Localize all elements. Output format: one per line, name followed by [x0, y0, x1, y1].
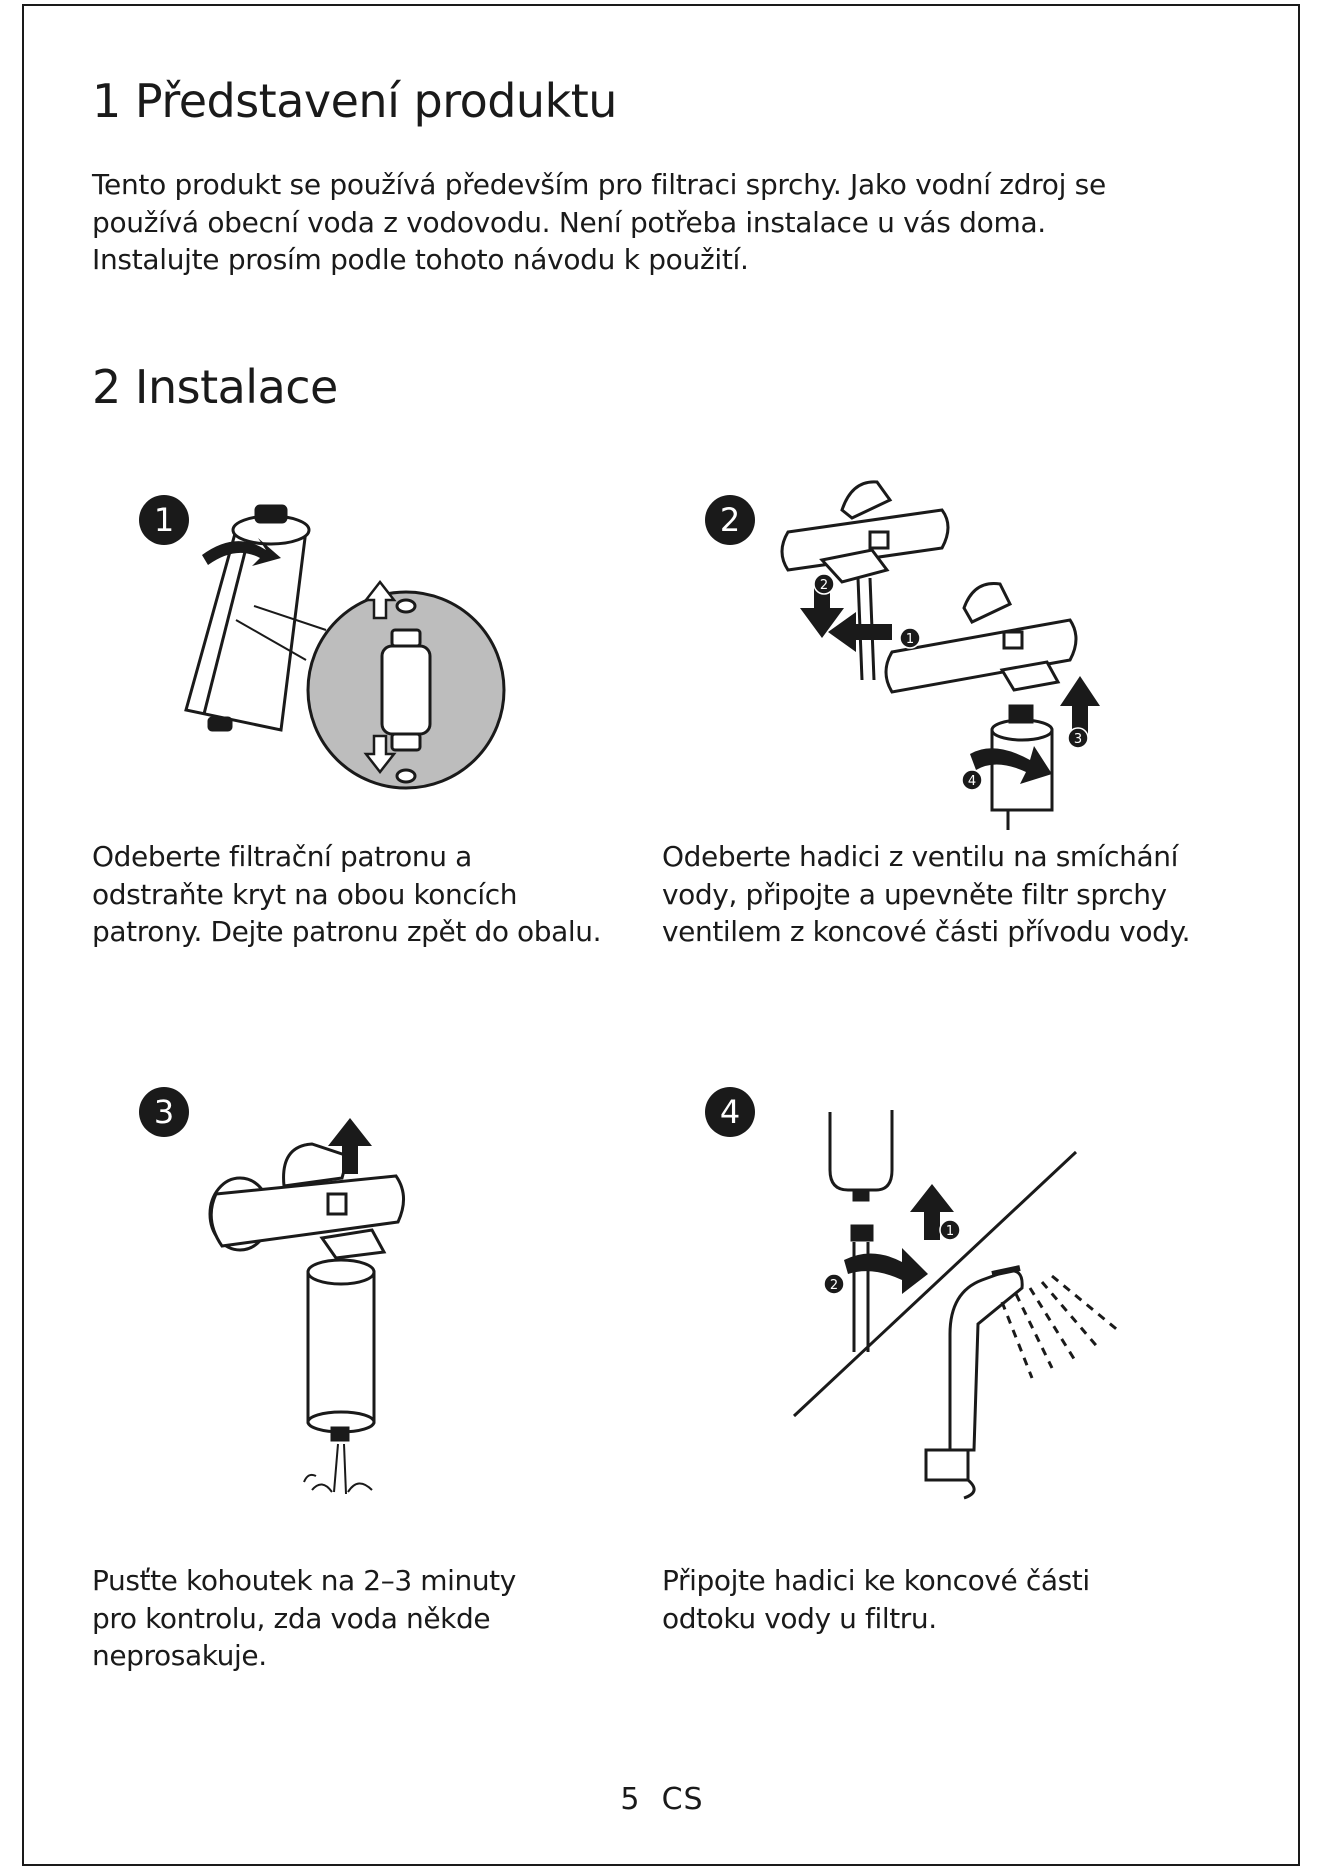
- zoom-detail-icon: [306, 579, 506, 790]
- wall-divider: [792, 1150, 1078, 1418]
- language-code: CS: [661, 1782, 704, 1817]
- svg-text:1: 1: [946, 1224, 954, 1239]
- step-3-illustration: 3: [139, 1087, 405, 1495]
- sub-marker-2: 2: [823, 1273, 845, 1295]
- step-1-caption-line: odstraňte kryt na obou koncích: [92, 877, 518, 911]
- svg-text:2: 2: [830, 1278, 838, 1293]
- step-2: 2: [702, 470, 1122, 830]
- step-2-badge: 2: [705, 495, 755, 545]
- water-splash-icon: [303, 1443, 373, 1495]
- step-3-badge: 3: [139, 1087, 189, 1137]
- step-3: 3: [136, 1062, 436, 1502]
- step-3-caption-line: Pusťte kohoutek na 2–3 minuty: [92, 1564, 516, 1597]
- step-4-badge: 4: [705, 1087, 755, 1137]
- section-2-title: 2 Instalace: [92, 360, 338, 414]
- faucet-icon: [208, 1142, 405, 1260]
- rotate-arrow-icon: [202, 538, 281, 566]
- page-footer: 5 CS: [0, 1782, 1324, 1817]
- sub-marker-3: 3: [1067, 727, 1089, 749]
- step-4-caption-line: Připojte hadici ke koncové části: [662, 1564, 1090, 1597]
- shower-head-icon: [924, 1265, 1024, 1500]
- step-4-caption: Připojte hadici ke koncové části odtoku …: [662, 1562, 1090, 1637]
- section-1-title: 1 Představení produktu: [92, 74, 617, 128]
- arrow-up-icon: [910, 1184, 954, 1240]
- step-4-caption-line: odtoku vody u filtru.: [662, 1601, 937, 1635]
- page-number: 5: [620, 1782, 641, 1817]
- step-2-caption: Odeberte hadici z ventilu na smíchání vo…: [662, 838, 1191, 951]
- step-1-caption-line: patrony. Dejte patronu zpět do obalu.: [92, 915, 602, 948]
- step-2-caption-line: Odeberte hadici z ventilu na smíchání: [662, 840, 1178, 873]
- arrow-up-icon: [328, 1118, 372, 1174]
- svg-text:4: 4: [968, 774, 976, 789]
- step-1-caption-line: Odeberte filtrační patronu a: [92, 840, 472, 873]
- arrow-up-icon: [1060, 676, 1100, 734]
- filter-cartridge-icon: [306, 1258, 376, 1442]
- step-2-illustration: 2: [705, 480, 1100, 830]
- rotate-arrow-icon: [970, 746, 1052, 784]
- arrow-down-icon: [800, 580, 844, 638]
- filter-cartridge-icon: [828, 1110, 894, 1202]
- rotate-arrow-icon: [844, 1248, 928, 1294]
- faucet-icon: [780, 480, 950, 584]
- callout-line: [253, 605, 327, 631]
- step-4-illustration: 4: [705, 1087, 1121, 1500]
- sub-marker-1: 1: [939, 1219, 961, 1241]
- step-4-number: 4: [720, 1093, 740, 1131]
- arrow-left-icon: [828, 612, 892, 652]
- step-3-caption: Pusťte kohoutek na 2–3 minuty pro kontro…: [92, 1562, 516, 1675]
- intro-line-3: Instalujte prosím podle tohoto návodu k …: [92, 243, 749, 276]
- hose-icon: [850, 1224, 874, 1352]
- sub-marker-4: 4: [961, 769, 983, 791]
- step-1-badge: 1: [139, 495, 189, 545]
- step-1: 1: [136, 470, 516, 810]
- step-1-caption: Odeberte filtrační patronu a odstraňte k…: [92, 838, 602, 951]
- step-1-number: 1: [154, 501, 174, 539]
- svg-text:3: 3: [1074, 732, 1082, 747]
- step-4: 4: [702, 1062, 1122, 1502]
- intro-line-2: používá obecní voda z vodovodu. Není pot…: [92, 205, 1046, 239]
- step-3-caption-line: pro kontrolu, zda voda někde: [92, 1601, 491, 1635]
- section-1-intro: Tento produkt se používá především pro f…: [92, 166, 1242, 279]
- callout-line: [235, 619, 307, 661]
- step-1-illustration: 1: [139, 495, 506, 790]
- step-2-caption-line: ventilem z koncové části přívodu vody.: [662, 915, 1191, 948]
- step-3-caption-line: neprosakuje.: [92, 1639, 267, 1672]
- svg-text:2: 2: [820, 578, 828, 593]
- svg-text:1: 1: [906, 632, 914, 647]
- page-frame: [22, 4, 1300, 1866]
- step-2-number: 2: [720, 501, 740, 539]
- sub-marker-2: 2: [813, 573, 835, 595]
- filter-cartridge-icon: [184, 504, 311, 732]
- sub-marker-1: 1: [899, 627, 921, 649]
- step-2-caption-line: vody, připojte a upevněte filtr sprchy: [662, 877, 1167, 911]
- step-3-number: 3: [154, 1093, 174, 1131]
- faucet-icon: [884, 582, 1078, 694]
- intro-line-1: Tento produkt se používá především pro f…: [92, 168, 1106, 201]
